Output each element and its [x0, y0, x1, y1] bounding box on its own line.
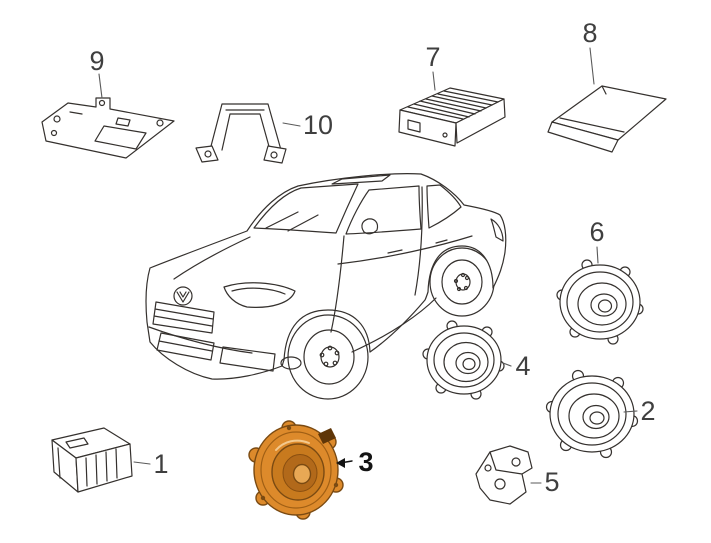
character-line: [337, 235, 473, 265]
vw-emblem-mark: [176, 291, 190, 303]
door-handle-front: [387, 249, 403, 254]
callout-9-label: 9: [89, 46, 104, 76]
callout-3-arrowhead: [336, 458, 345, 468]
callout-8-label: 8: [582, 18, 597, 48]
callout-10-leader: [282, 122, 301, 127]
part-1-module: [51, 427, 133, 493]
car-body: [145, 173, 507, 380]
part-3-speaker-highlighted: [248, 420, 344, 520]
front-wheel: [287, 314, 369, 400]
rocker-line: [351, 297, 437, 353]
callout-4-leader: [502, 362, 512, 367]
callout-9-leader: [98, 73, 103, 99]
callout-3-label: 3: [358, 447, 373, 477]
bumper-crease: [148, 326, 253, 354]
callout-2-leader: [623, 410, 638, 413]
callout-1-leader: [133, 461, 151, 465]
callout-8-leader: [589, 47, 595, 85]
part-6-speaker: [556, 259, 644, 345]
door-handle-rear: [435, 239, 448, 244]
side-mirror: [361, 218, 379, 235]
headlight: [223, 282, 296, 308]
front-door-window: [345, 185, 422, 235]
callout-5-label: 5: [544, 467, 559, 497]
callout-1-label: 1: [153, 449, 168, 479]
part-7-amplifier: [398, 87, 506, 147]
part-9-mounting-plate: [41, 97, 175, 159]
speaker-terminal: [318, 428, 336, 444]
callout-6-leader: [596, 246, 599, 264]
wiper-right: [287, 214, 319, 232]
part-2-speaker: [545, 369, 639, 459]
part-10-bracket: [195, 103, 287, 164]
lower-intake: [156, 332, 215, 361]
rear-wheel: [429, 247, 495, 317]
callout-10-label: 10: [303, 110, 333, 140]
callout-4-label: 4: [515, 351, 530, 381]
wiper-left: [265, 211, 299, 229]
vw-emblem: [173, 286, 193, 306]
callout-2-label: 2: [640, 396, 655, 426]
door-seam-front: [330, 235, 345, 333]
grille: [152, 301, 215, 334]
license-plate: [219, 346, 276, 372]
part-8-cover: [547, 85, 667, 153]
part-4-speaker: [422, 320, 505, 400]
door-seam-rear: [414, 186, 423, 296]
callout-7-leader: [432, 71, 436, 91]
part-5-bracket: [475, 445, 533, 505]
fog-light: [280, 356, 302, 370]
callout-7-label: 7: [425, 42, 440, 72]
sunroof: [331, 174, 391, 185]
hood-line: [173, 236, 251, 280]
car-illustration: [145, 173, 507, 400]
rear-quarter-window: [426, 184, 462, 229]
taillight: [490, 218, 504, 242]
callout-6-label: 6: [589, 217, 604, 247]
